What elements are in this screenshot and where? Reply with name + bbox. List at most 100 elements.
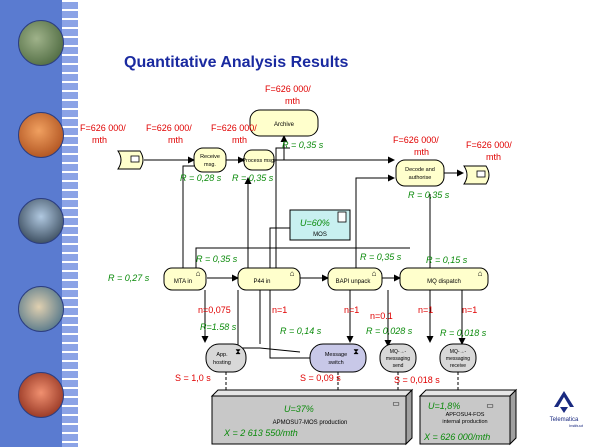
p44-in-box: P44 in ⌂ [237, 267, 301, 291]
decode-label-1: Decode and [405, 167, 435, 173]
freq-label: mth [232, 135, 247, 145]
sidebar-photo-2 [18, 112, 64, 158]
svg-text:Receive: Receive [200, 154, 220, 160]
telematica-logo: Telematica Instituut [538, 389, 590, 429]
n-label: n=0.1 [370, 311, 393, 321]
n-label: n=1 [344, 305, 359, 315]
freq-label: mth [414, 147, 429, 157]
utilization-label: U=60% [300, 218, 330, 228]
server-label: APMOSU7-MOS production [273, 420, 348, 426]
mq-dispatch-box: MQ dispatch ⌂ [399, 267, 489, 291]
slide-title: Quantitative Analysis Results [124, 54, 349, 71]
svg-text:MQ-→-: MQ-→- [390, 349, 407, 355]
component-icon: ⌂ [196, 269, 201, 278]
process-label: Process msg. [242, 158, 276, 164]
sidebar-photo-5 [18, 372, 64, 418]
bapi-label: BAPI unpack [336, 279, 372, 285]
n-label: n=0,075 [198, 305, 231, 315]
svg-text:hosting: hosting [213, 360, 231, 366]
receive-label-2: msg. [204, 162, 216, 168]
database-icon [337, 211, 347, 223]
archive-box [249, 109, 319, 137]
sidebar [0, 0, 78, 447]
app-hosting-service: App. hosting ⧗ [205, 343, 247, 373]
message-switch-service: Message switch ⧗ [309, 343, 367, 373]
service-time-label: S = 1,0 s [175, 373, 211, 383]
utilization-label: U=1,8% [428, 401, 460, 411]
component-icon: ⌂ [478, 269, 483, 278]
sidebar-photo-1 [18, 20, 64, 66]
response-label: R = 0,27 s [108, 273, 150, 283]
n-label: n=1 [272, 305, 287, 315]
mq-receive-service: MQ-→- messaging receive [439, 343, 477, 373]
svg-text:msg.: msg. [204, 162, 216, 168]
mta-in-box: MTA in ⌂ [163, 267, 207, 291]
throughput-label: X = 2 613 550/mth [223, 428, 298, 438]
receive-msg-box [193, 147, 227, 173]
response-label: R = 0,35 s [196, 254, 238, 264]
response-label: R = 0,35 s [408, 190, 450, 200]
utilization-label: U=37% [284, 404, 314, 414]
response-label: R = 0,28 s [180, 173, 222, 183]
server-label-1: APFOSU4-FOS [446, 412, 485, 418]
n-label: n=1 [418, 305, 433, 315]
hourglass-icon: ⧗ [353, 347, 359, 356]
hourglass-icon: ⧗ [235, 347, 241, 356]
freq-label: F=626 000/ [393, 135, 439, 145]
decode-label-2: authorise [409, 175, 432, 181]
n-label: n=1 [462, 305, 477, 315]
mq-dispatch-label: MQ dispatch [427, 279, 461, 285]
computer-icon: ▭ [486, 401, 494, 410]
response-label: R = 0,35 s [282, 140, 324, 150]
response-label: R = 0,028 s [366, 326, 413, 336]
svg-text:MQ-→-: MQ-→- [450, 349, 467, 355]
freq-label: F=626 000/ [265, 84, 311, 94]
sidebar-photo-3 [18, 198, 64, 244]
freq-label: F=626 000/ [80, 123, 126, 133]
output-queue [463, 165, 490, 185]
receive-label-1: Receive [200, 154, 220, 160]
input-queue [117, 150, 144, 170]
response-label: R = 0,35 s [232, 173, 274, 183]
freq-label: F=626 000/ [211, 123, 257, 133]
response-label: R = 0,018 s [440, 328, 487, 338]
p44-label: P44 in [253, 279, 270, 285]
sidebar-stripes [62, 0, 78, 447]
logo-text: Telematica [550, 417, 579, 423]
response-label: R = 0,14 s [280, 326, 322, 336]
freq-label: mth [168, 135, 183, 145]
freq-label: mth [92, 135, 107, 145]
bapi-unpack-box: BAPI unpack ⌂ [327, 267, 383, 291]
svg-text:Message: Message [325, 352, 347, 358]
freq-label: F=626 000/ [466, 140, 512, 150]
response-label: R=1.58 s [200, 322, 237, 332]
server-label-2: internal production [442, 419, 487, 425]
freq-label: mth [285, 96, 300, 106]
computer-icon: ▭ [392, 399, 400, 408]
mta-label: MTA in [174, 279, 192, 285]
component-icon: ⌂ [372, 269, 377, 278]
svg-text:switch: switch [328, 360, 343, 366]
service-time-label: S = 0,018 s [394, 375, 440, 385]
svg-text:receive: receive [450, 363, 466, 369]
mq-send-service: MQ-→- messaging send [379, 343, 417, 373]
svg-text:send: send [393, 363, 404, 369]
decode-box [395, 159, 445, 187]
svg-text:App.: App. [216, 352, 228, 358]
throughput-label: X = 626 000/mth [423, 432, 490, 442]
freq-label: mth [486, 152, 501, 162]
freq-label: F=626 000/ [146, 123, 192, 133]
apmosu7-server: ▭ [210, 388, 414, 446]
sidebar-photo-4 [18, 286, 64, 332]
logo-subtext: Instituut [569, 423, 584, 428]
apfosu4-server [418, 388, 518, 446]
process-msg-box [243, 149, 275, 171]
mos-label: MOS [313, 232, 327, 238]
svg-text:messaging: messaging [386, 356, 410, 362]
service-time-label: S = 0,09 s [300, 373, 341, 383]
response-label: R = 0,15 s [426, 255, 468, 265]
archive-label: Archive [274, 122, 295, 128]
svg-text:messaging: messaging [446, 356, 470, 362]
